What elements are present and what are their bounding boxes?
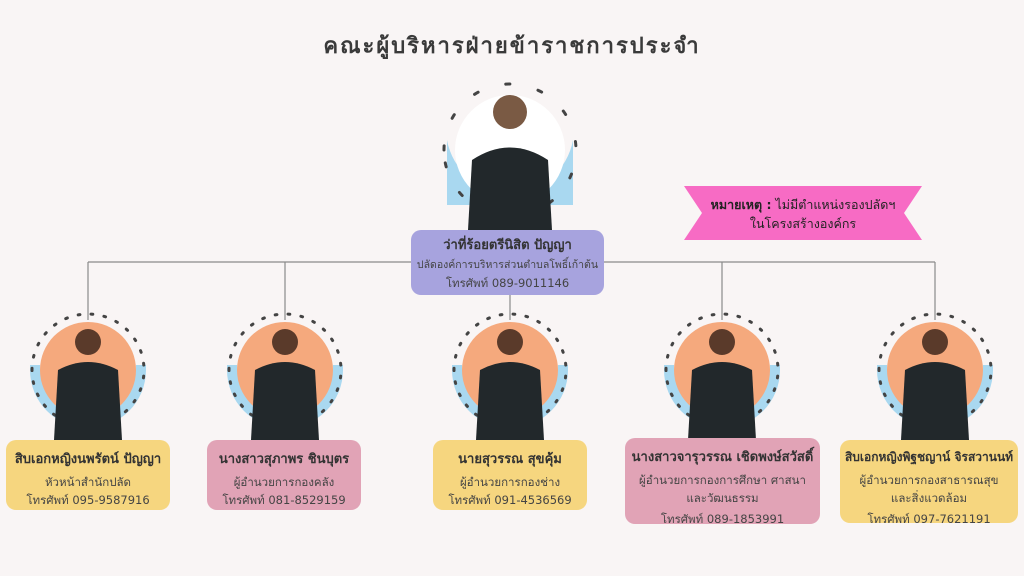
staff-card-4: นางสาวจารุวรรณ เชิดพงษ์สวัสดิ์ ผู้อำนวยก… <box>625 438 820 526</box>
staff-phone: โทรศัพท์ 081-8529159 <box>222 493 346 507</box>
staff-phone: โทรศัพท์ 097-7621191 <box>867 512 991 526</box>
staff-position: ผู้อำนวยการกองการศึกษา ศาสนา <box>639 473 806 487</box>
note-line1: ไม่มีตำแหน่งรองปลัดฯ <box>775 197 896 212</box>
head-position: ปลัดองค์การบริหารส่วนตำบลโพธิ์เก้าต้น <box>416 259 599 271</box>
head-phone: โทรศัพท์ 089-9011146 <box>445 276 570 290</box>
staff-position: ผู้อำนวยการกองสาธารณสุข <box>859 473 999 487</box>
staff-position: ผู้อำนวยการกองคลัง <box>233 475 335 489</box>
head-card: ว่าที่ร้อยตรีนิสิต ปัญญา ปลัดองค์การบริห… <box>411 230 604 295</box>
page-title: คณะผู้บริหารฝ่ายข้าราชการประจำ <box>323 34 701 59</box>
staff-photo-4 <box>664 312 780 440</box>
note-banner <box>684 186 922 240</box>
staff-card-1: สิบเอกหญิงนพรัตน์ ปัญญา หัวหน้าสำนักปลัด… <box>6 440 170 510</box>
staff-name: สิบเอกหญิงนพรัตน์ ปัญญา <box>14 452 162 467</box>
head-photo <box>442 82 578 230</box>
staff-name: สิบเอกหญิงพิฐชญาน์ จิรสวานนท์ <box>844 450 1014 464</box>
staff-photo-5 <box>877 312 993 440</box>
staff-position: ผู้อำนวยการกองช่าง <box>459 475 561 489</box>
staff-phone: โทรศัพท์ 091-4536569 <box>448 493 572 507</box>
staff-phone: โทรศัพท์ 095-9587916 <box>26 493 150 507</box>
staff-card-2: นางสาวสุภาพร ชินบุตร ผู้อำนวยการกองคลัง … <box>207 440 361 510</box>
staff-photo-2 <box>227 312 343 440</box>
note-label: หมายเหตุ : <box>710 197 772 212</box>
staff-name: นางสาวสุภาพร ชินบุตร <box>218 452 350 467</box>
head-name: ว่าที่ร้อยตรีนิสิต ปัญญา <box>443 238 572 253</box>
staff-name: นางสาวจารุวรรณ เชิดพงษ์สวัสดิ์ <box>631 450 814 465</box>
staff-position: และวัฒนธรรม <box>686 491 759 505</box>
staff-name: นายสุวรรณ สุขคุ้ม <box>458 452 562 467</box>
staff-photo-1 <box>30 312 146 440</box>
staff-card-3: นายสุวรรณ สุขคุ้ม ผู้อำนวยการกองช่าง โทร… <box>433 440 587 510</box>
staff-card-5: สิบเอกหญิงพิฐชญาน์ จิรสวานนท์ ผู้อำนวยกา… <box>840 440 1018 526</box>
staff-photo-3 <box>452 312 568 440</box>
note: หมายเหตุ : ไม่มีตำแหน่งรองปลัดฯในโครงสร้… <box>684 186 922 240</box>
staff-phone: โทรศัพท์ 089-1853991 <box>660 512 785 526</box>
note-line2: ในโครงสร้างองค์กร <box>749 216 857 231</box>
staff-position: หัวหน้าสำนักปลัด <box>44 475 132 489</box>
staff-position: และสิ่งแวดล้อม <box>890 491 968 505</box>
